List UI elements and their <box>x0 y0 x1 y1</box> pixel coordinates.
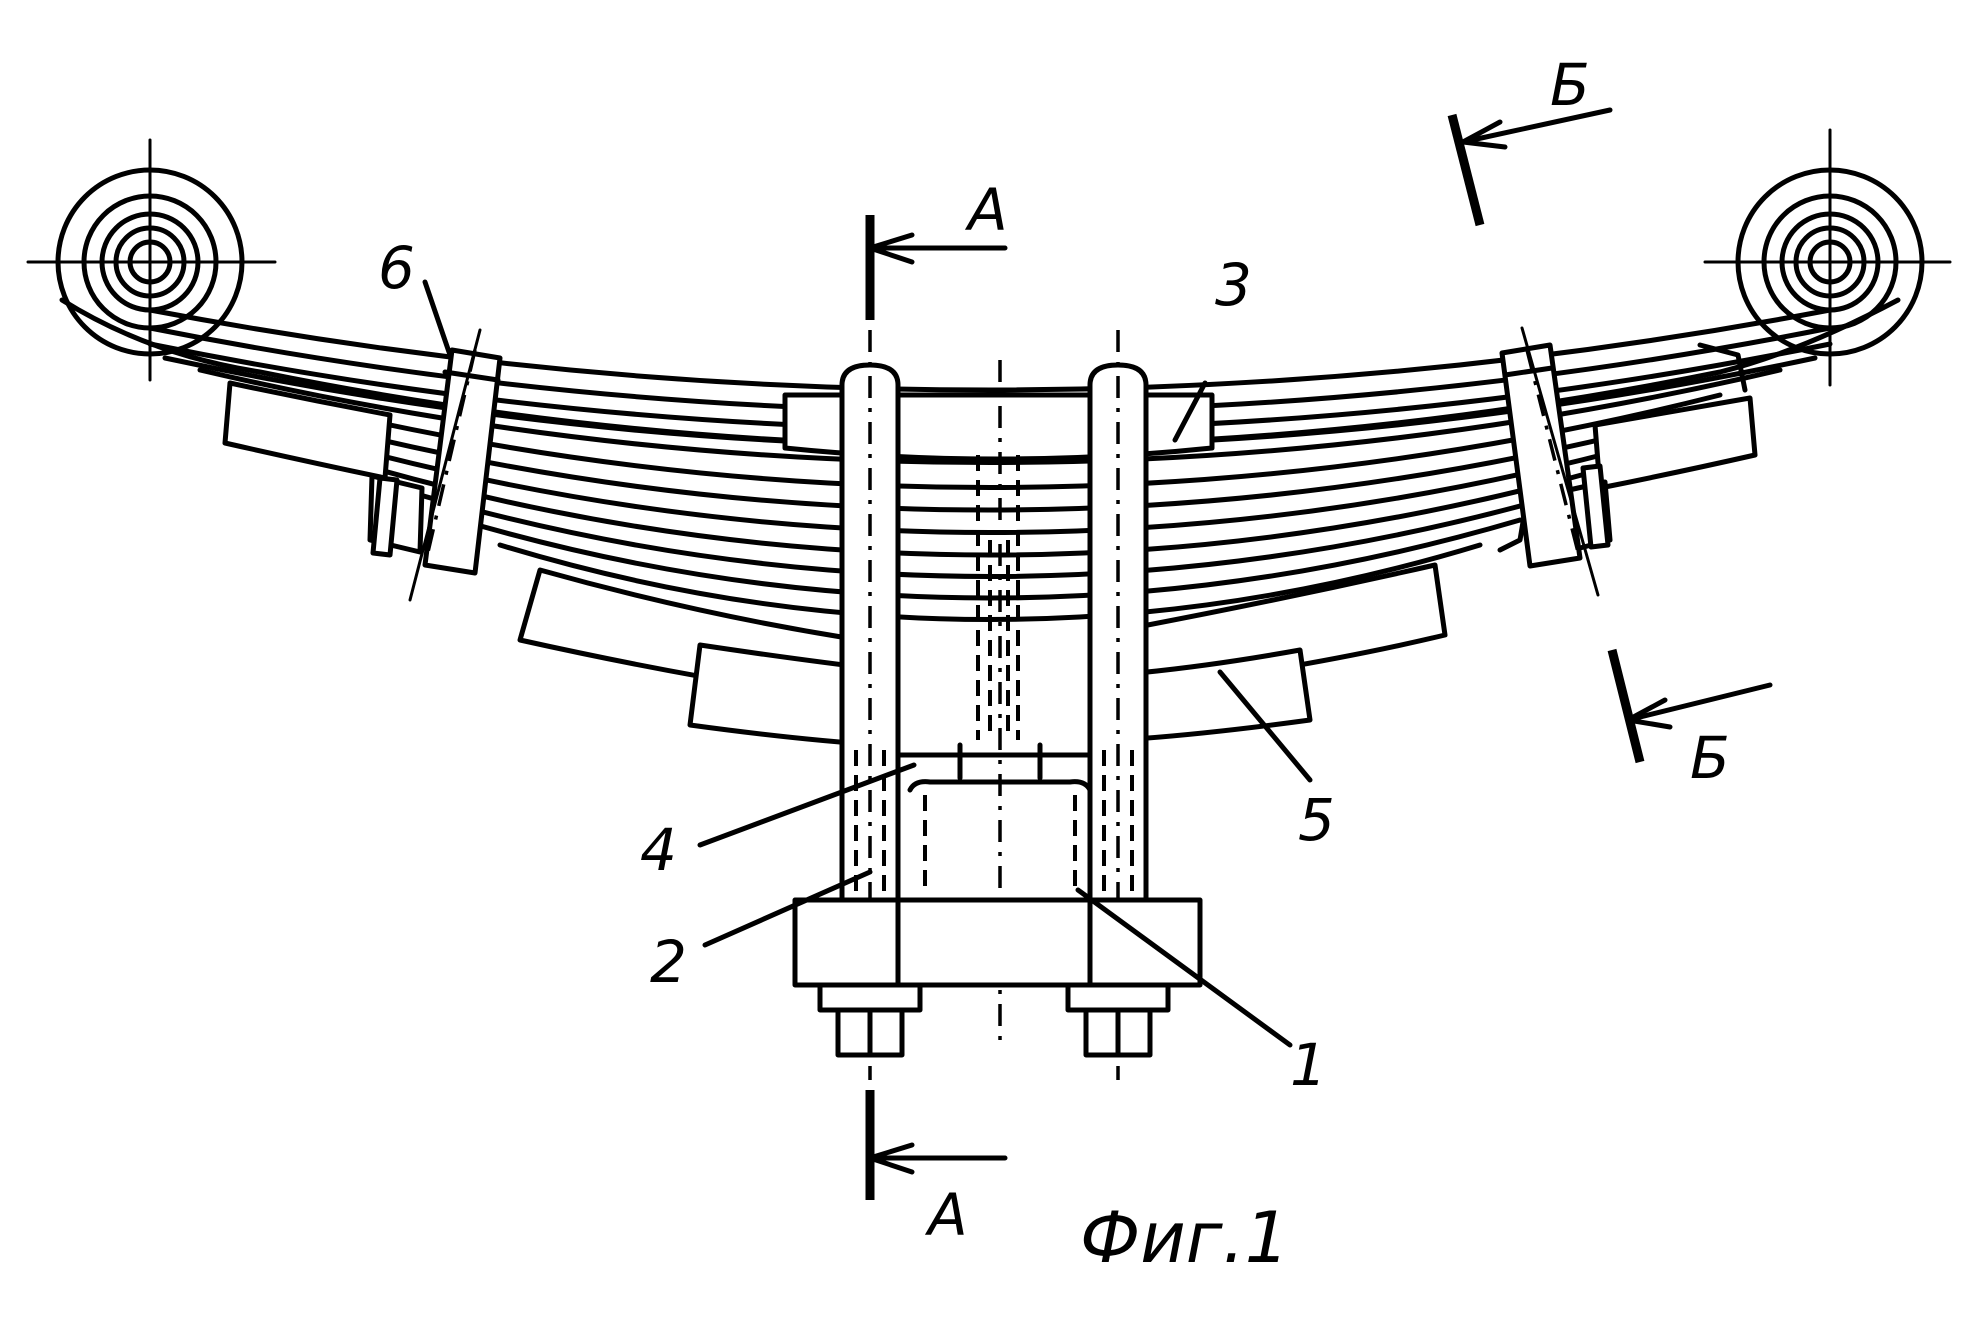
section-a-marks <box>865 215 1008 1200</box>
bottom-plate <box>792 897 1203 988</box>
label-part-1: 1 <box>1290 1031 1327 1099</box>
label-section-b-top: Б <box>1550 51 1590 119</box>
center-bolt-hidden <box>976 455 1020 740</box>
label-section-a-bottom: А <box>924 1181 968 1249</box>
label-part-5: 5 <box>1298 786 1335 854</box>
right-nut <box>1065 982 1171 1058</box>
label-section-a-top: А <box>964 176 1008 244</box>
right-u-bolt <box>1087 330 1149 1080</box>
leader-lines <box>422 279 1313 1048</box>
left-u-bolt <box>839 330 901 1080</box>
label-section-b-bottom: Б <box>1690 724 1730 792</box>
label-part-4: 4 <box>640 816 677 884</box>
section-b-marks <box>1447 107 1773 764</box>
figure-caption: Фиг.1 <box>1080 1197 1289 1279</box>
right-leaf-clamp <box>1499 326 1611 597</box>
left-nut <box>817 982 923 1058</box>
left-leaf-clamp <box>370 328 503 602</box>
left-leaf-ends <box>222 380 888 748</box>
label-part-3: 3 <box>1215 251 1252 319</box>
label-part-2: 2 <box>650 928 687 996</box>
label-part-6: 6 <box>378 234 415 302</box>
